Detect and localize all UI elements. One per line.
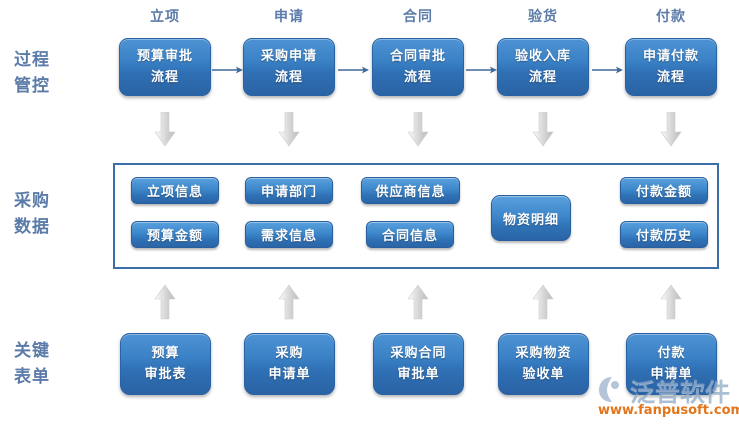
form-box-purchase-request-sheet[interactable]: 采购 申请单 bbox=[244, 333, 335, 395]
data-chip-payment-history[interactable]: 付款历史 bbox=[620, 221, 708, 248]
row-label-process: 过程 管控 bbox=[14, 50, 50, 96]
form-box-line1: 采购合同 bbox=[390, 346, 447, 361]
process-box-line2: 流程 bbox=[656, 70, 685, 85]
process-box-budget-approval[interactable]: 预算审批 流程 bbox=[119, 38, 211, 96]
arrow-up-icon bbox=[532, 283, 554, 321]
form-box-payment-request-sheet[interactable]: 付款 申请单 bbox=[626, 333, 717, 395]
process-box-line2: 流程 bbox=[274, 70, 303, 85]
form-box-line1: 付款 bbox=[657, 346, 686, 361]
arrow-up-icon bbox=[407, 283, 429, 321]
form-box-budget-approval-sheet[interactable]: 预算 审批表 bbox=[120, 333, 211, 395]
data-chip-project-info[interactable]: 立项信息 bbox=[131, 177, 219, 204]
row-label-data: 采购 数据 bbox=[14, 191, 50, 237]
data-chip-requesting-department[interactable]: 申请部门 bbox=[245, 177, 333, 204]
arrow-up-icon bbox=[278, 283, 300, 321]
form-box-line2: 验收单 bbox=[522, 367, 565, 382]
form-box-material-acceptance-sheet[interactable]: 采购物资 验收单 bbox=[498, 333, 589, 395]
form-box-purchase-contract-approval-sheet[interactable]: 采购合同 审批单 bbox=[373, 333, 464, 395]
process-box-contract-approval[interactable]: 合同审批 流程 bbox=[372, 38, 464, 96]
form-box-line2: 审批单 bbox=[397, 367, 440, 382]
arrow-down-icon bbox=[278, 111, 300, 150]
process-box-payment-request[interactable]: 申请付款 流程 bbox=[625, 38, 717, 96]
arrow-down-icon bbox=[532, 111, 554, 150]
form-box-line2: 申请单 bbox=[268, 367, 311, 382]
stage-caption-2: 申请 bbox=[274, 9, 304, 25]
arrow-down-icon bbox=[407, 111, 429, 150]
arrow-up-icon bbox=[660, 283, 682, 321]
process-box-line2: 流程 bbox=[403, 70, 432, 85]
arrow-down-icon bbox=[154, 111, 176, 150]
form-box-line2: 审批表 bbox=[144, 367, 187, 382]
form-box-line1: 采购物资 bbox=[515, 346, 572, 361]
form-box-line1: 采购 bbox=[275, 346, 304, 361]
process-box-line2: 流程 bbox=[150, 70, 179, 85]
fanpu-logo-icon bbox=[599, 377, 619, 402]
process-box-line1: 申请付款 bbox=[642, 49, 699, 64]
data-chip-material-details[interactable]: 物资明细 bbox=[491, 195, 571, 241]
stage-caption-3: 合同 bbox=[403, 9, 433, 25]
data-chip-budget-amount[interactable]: 预算金额 bbox=[131, 221, 219, 248]
form-box-line2: 申请单 bbox=[650, 367, 693, 382]
data-chip-demand-info[interactable]: 需求信息 bbox=[245, 221, 333, 248]
stage-caption-4: 验货 bbox=[528, 9, 558, 25]
arrow-down-icon bbox=[660, 111, 682, 150]
data-chip-supplier-info[interactable]: 供应商信息 bbox=[361, 177, 460, 204]
process-box-inspection-storage[interactable]: 验收入库 流程 bbox=[497, 38, 589, 96]
watermark-url: www.fanpusoft.com bbox=[598, 403, 739, 418]
stage-caption-5: 付款 bbox=[656, 9, 686, 25]
process-box-purchase-request[interactable]: 采购申请 流程 bbox=[243, 38, 335, 96]
stage-caption-1: 立项 bbox=[150, 9, 180, 25]
process-box-line1: 预算审批 bbox=[136, 49, 193, 64]
arrow-up-icon bbox=[154, 283, 176, 321]
purchase-data-panel: 立项信息 申请部门 供应商信息 付款金额 预算金额 需求信息 合同信息 付款历史… bbox=[113, 163, 719, 269]
row-label-forms: 关键 表单 bbox=[14, 341, 50, 387]
connector-arrow-right-icon bbox=[338, 61, 370, 74]
process-box-line2: 流程 bbox=[528, 70, 557, 85]
connector-arrow-right-icon bbox=[466, 61, 498, 74]
connector-arrow-right-icon bbox=[212, 61, 244, 74]
process-box-line1: 验收入库 bbox=[514, 49, 571, 64]
form-box-line1: 预算 bbox=[151, 346, 180, 361]
process-box-line1: 合同审批 bbox=[389, 49, 446, 64]
process-box-line1: 采购申请 bbox=[260, 49, 317, 64]
data-chip-contract-info[interactable]: 合同信息 bbox=[366, 221, 454, 248]
connector-arrow-right-icon bbox=[592, 61, 624, 74]
data-chip-payment-amount[interactable]: 付款金额 bbox=[620, 177, 708, 204]
